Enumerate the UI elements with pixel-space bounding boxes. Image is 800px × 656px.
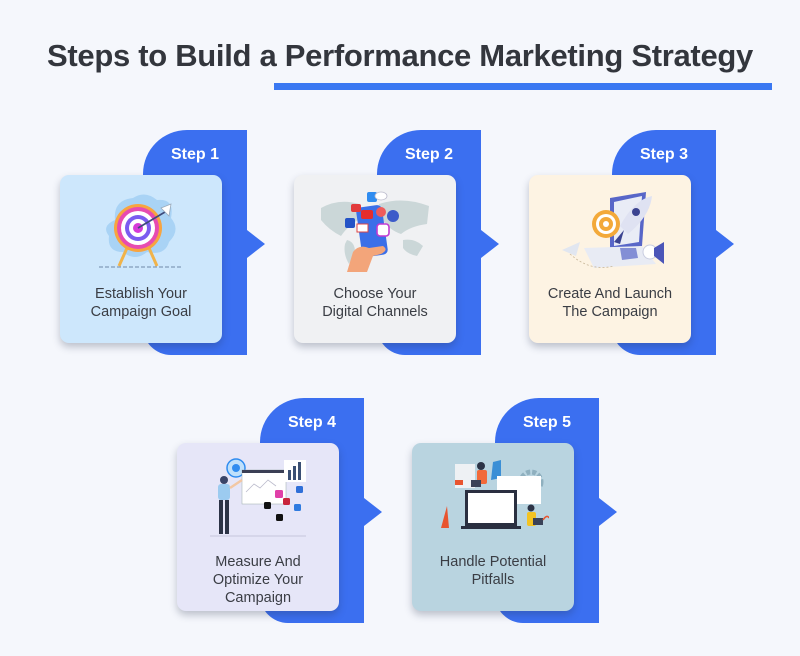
step-5: Step 5 Handle Potential Pitfalls	[412, 398, 622, 628]
step-label: Step 4	[287, 414, 336, 431]
card-text: Choose Your Digital Channels	[322, 286, 428, 320]
page-title: Steps to Build a Performance Marketing S…	[47, 38, 753, 73]
card-text: Measure And Optimize Your Campaign	[212, 554, 304, 606]
step-card: Choose Your Digital Channels	[294, 175, 456, 343]
step-3: Step 3 Create And Launch The Campaign	[529, 130, 739, 360]
title-underline	[274, 83, 772, 90]
arrow-notch-icon	[247, 230, 265, 258]
laptop-rocket-megaphone-icon	[562, 192, 664, 268]
arrow-notch-icon	[364, 498, 382, 526]
step-card: Establish Your Campaign Goal	[60, 175, 222, 343]
step-label: Step 1	[170, 146, 219, 163]
card-text: Handle Potential Pitfalls	[439, 554, 547, 588]
target-arrow-icon	[99, 194, 181, 268]
step-label: Step 3	[639, 146, 688, 163]
card-text: Establish Your Campaign Goal	[90, 286, 192, 320]
step-card: Measure And Optimize Your Campaign	[177, 443, 339, 611]
arrow-notch-icon	[716, 230, 734, 258]
step-card: Handle Potential Pitfalls	[412, 443, 574, 611]
step-label: Step 5	[522, 414, 571, 431]
step-1: Step 1 Establish Your Campaign Goal	[60, 130, 270, 360]
arrow-notch-icon	[481, 230, 499, 258]
step-4: Step 4 Measure And Opti	[177, 398, 387, 628]
arrow-notch-icon	[599, 498, 617, 526]
step-card: Create And Launch The Campaign	[529, 175, 691, 343]
step-label: Step 2	[404, 146, 453, 163]
step-2: Step 2 Choose Your Digital Channels	[294, 130, 504, 360]
card-text: Create And Launch The Campaign	[547, 286, 673, 320]
phone-social-world-map-icon	[321, 191, 429, 272]
presenter-analytics-board-icon	[210, 458, 306, 537]
developers-laptop-gears-icon	[441, 460, 549, 529]
